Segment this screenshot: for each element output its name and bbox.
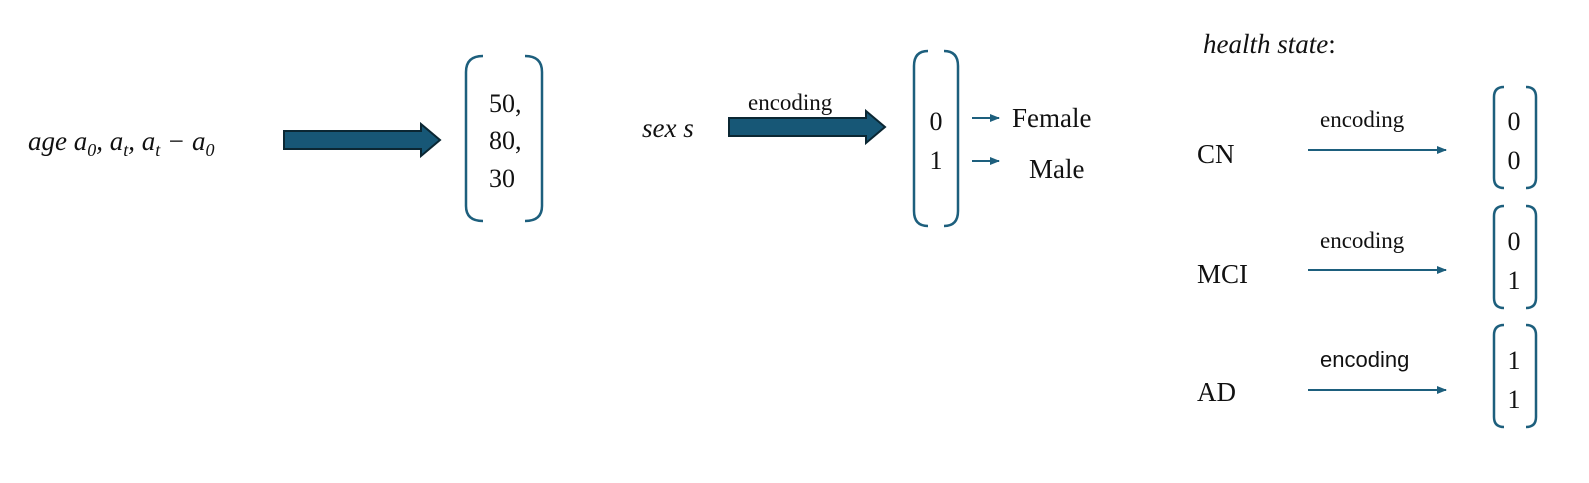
sex-mapping-label: Female — [1012, 103, 1091, 133]
health-state-vector-value: 0 — [1508, 107, 1521, 136]
health-state-vector-left-bracket — [1492, 323, 1505, 429]
sex-vector-value: 1 — [930, 146, 943, 175]
health-state-label: CN — [1197, 139, 1235, 169]
sex-block-arrow — [728, 108, 887, 146]
health-state-label: AD — [1197, 377, 1236, 407]
health-state-vector-value: 0 — [1508, 146, 1521, 175]
age-block-arrow — [283, 121, 442, 159]
health-state-vector-value: 1 — [1508, 346, 1521, 375]
health-state-vector-right-bracket — [1525, 323, 1538, 429]
health-state-title: health state: — [1203, 29, 1336, 59]
age-label: age a0, at, at − a0 — [28, 126, 215, 160]
sex-vector-left-bracket — [912, 49, 929, 228]
sex-encoding-label: encoding — [748, 90, 833, 115]
health-state-vector-right-bracket — [1525, 85, 1538, 190]
health-state-encoding-label: encoding — [1320, 107, 1405, 132]
sex-mapping-label: Male — [1029, 154, 1084, 184]
health-state-label: MCI — [1197, 259, 1248, 289]
health-state-vector-left-bracket — [1492, 85, 1505, 190]
age-vector-value: 30 — [489, 164, 515, 193]
health-state-vector-value: 1 — [1508, 266, 1521, 295]
age-vector-value: 50, — [489, 89, 522, 118]
sex-vector-right-bracket — [943, 49, 960, 228]
age-vector-right-bracket — [524, 54, 544, 223]
health-state-encoding-label: encoding — [1320, 347, 1409, 372]
age-vector-left-bracket — [464, 54, 484, 223]
health-state-vector-value: 1 — [1508, 385, 1521, 414]
health-state-encoding-label: encoding — [1320, 228, 1405, 253]
age-vector-value: 80, — [489, 126, 522, 155]
health-state-vector-right-bracket — [1525, 204, 1538, 310]
health-state-vector-value: 0 — [1508, 227, 1521, 256]
sex-label: sex s — [642, 113, 694, 143]
sex-vector-value: 0 — [930, 107, 943, 136]
health-state-vector-left-bracket — [1492, 204, 1505, 310]
